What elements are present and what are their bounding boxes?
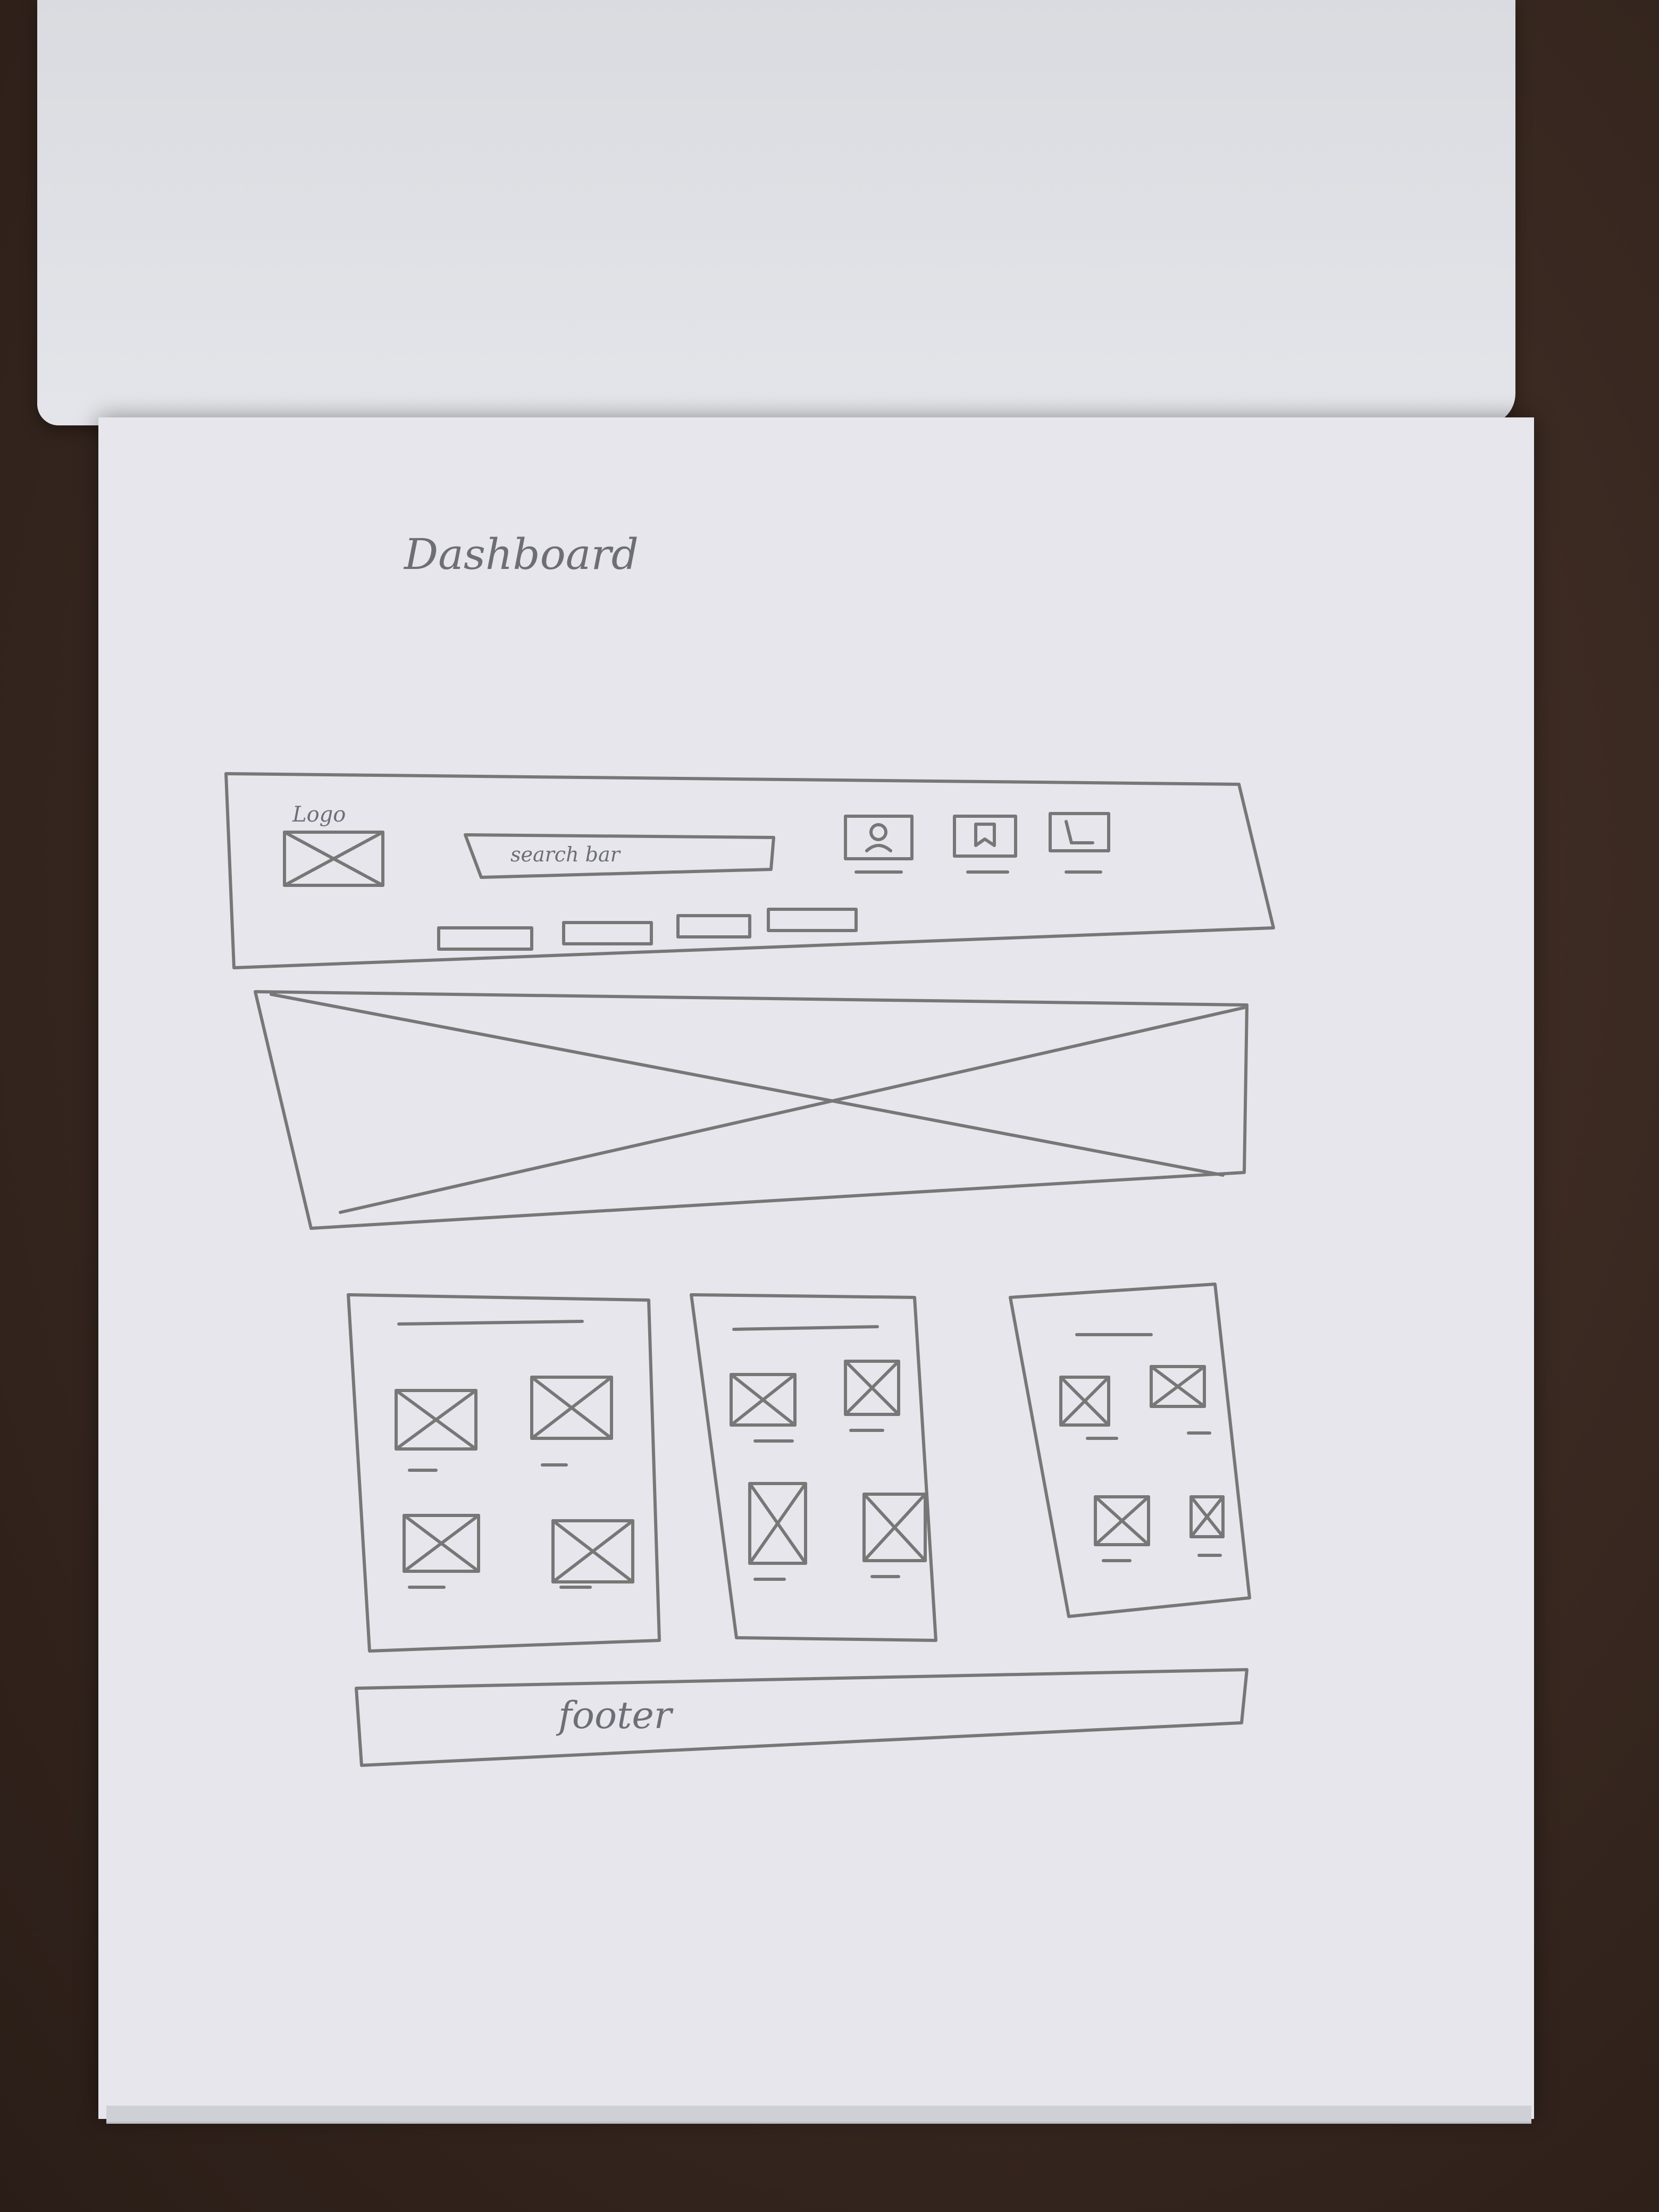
card-2-image-4 (862, 1493, 927, 1578)
card-2-image-3 (748, 1482, 807, 1581)
card-3 (1009, 1283, 1251, 1618)
card-2-title (732, 1325, 879, 1331)
nav-tab-2[interactable] (562, 921, 653, 945)
card-1-title (397, 1320, 584, 1326)
search-placeholder: search bar (510, 843, 622, 866)
notebook-page-edge (106, 2106, 1531, 2124)
card-1-image-1 (395, 1389, 477, 1472)
user-icon[interactable] (844, 815, 914, 874)
footer-sketch: footer (355, 1668, 1249, 1767)
sketch-title: Dashboard (403, 530, 639, 579)
hero-banner-placeholder (254, 990, 1249, 1230)
logo-placeholder (283, 831, 384, 887)
nav-tab-3[interactable] (676, 914, 751, 939)
card-1 (347, 1293, 661, 1653)
card-3-image-3 (1094, 1495, 1150, 1562)
logo-label: Logo (292, 802, 346, 827)
header-sketch: Logo search bar (224, 772, 1275, 969)
nav-tab-4[interactable] (767, 908, 858, 932)
card-2-image-2 (844, 1360, 900, 1432)
card-1-image-3 (403, 1514, 480, 1589)
search-bar-sketch[interactable]: search bar (464, 833, 775, 879)
card-1-image-2 (530, 1376, 613, 1467)
bookmark-icon[interactable] (953, 815, 1017, 874)
card-3-image-1 (1059, 1376, 1118, 1440)
card-1-image-4 (551, 1519, 634, 1589)
footer-label: footer (556, 1694, 674, 1737)
cart-icon[interactable] (1049, 812, 1110, 874)
notebook-page (98, 417, 1534, 2119)
nav-tab-1[interactable] (437, 926, 533, 951)
card-3-image-2 (1150, 1365, 1211, 1435)
nav-tabs (437, 908, 858, 951)
card-2-image-1 (730, 1373, 797, 1443)
card-3-image-4 (1189, 1495, 1225, 1557)
notebook-back-page (37, 0, 1515, 425)
card-2 (690, 1293, 937, 1642)
